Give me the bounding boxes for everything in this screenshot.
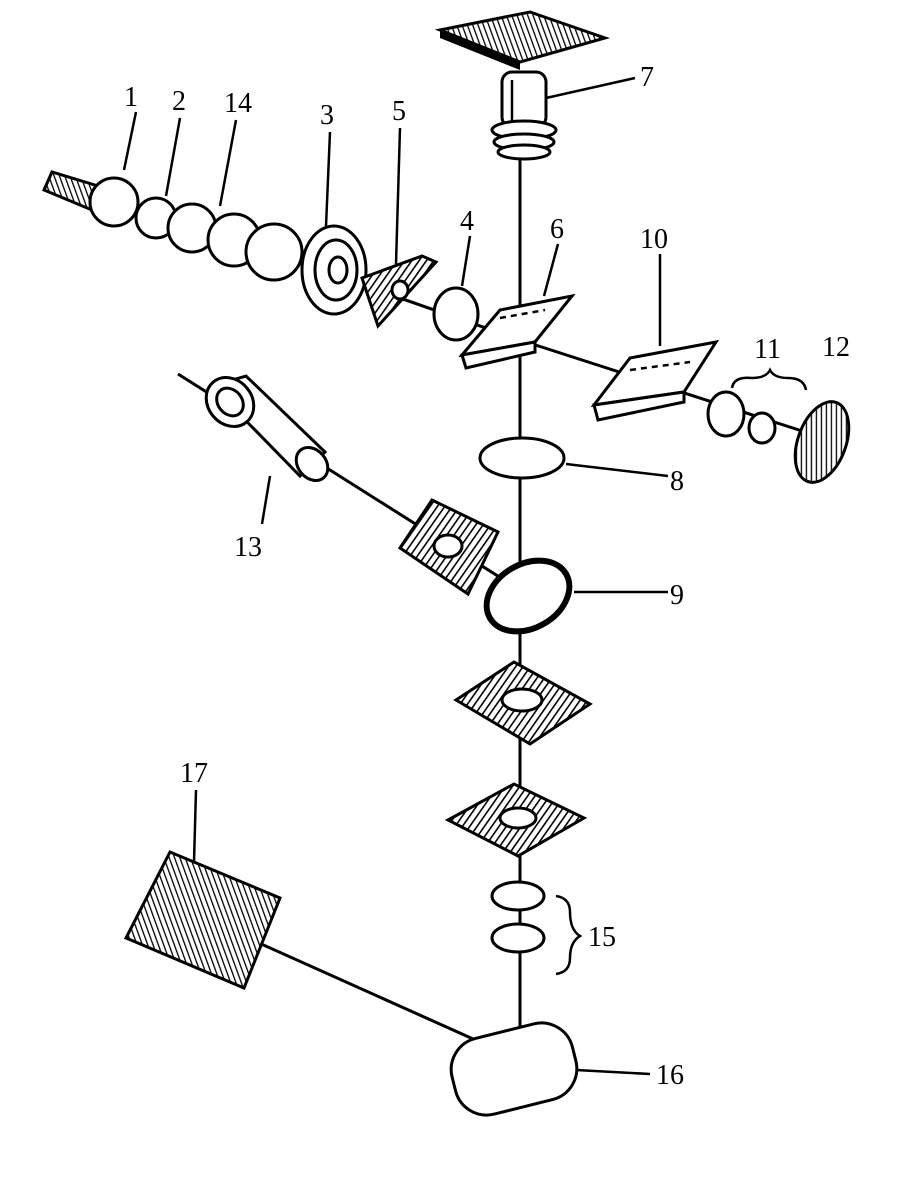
laser-end-far [294, 446, 330, 482]
label-15: 15 [588, 922, 616, 953]
component-13-laser [204, 374, 330, 482]
label-13: 13 [234, 532, 262, 563]
component-6-beam-splitter [458, 293, 576, 370]
eyepiece-ring-3 [496, 143, 552, 161]
label-3: 3 [320, 100, 334, 131]
lamp-assembly [42, 170, 368, 316]
component-10-beam-splitter [590, 339, 720, 422]
labels: 1 2 14 3 5 4 6 7 10 11 12 13 8 9 15 16 1… [124, 62, 850, 1091]
component-15-lens-b [490, 922, 546, 954]
brace-15 [555, 894, 583, 976]
eyepiece-body [500, 70, 548, 129]
component-9-dichroic [483, 557, 573, 635]
label-11: 11 [754, 334, 781, 365]
component-17-panel [123, 850, 282, 990]
component-7-eyepiece [434, 10, 611, 161]
label-6: 6 [550, 214, 564, 245]
component-11-lens-a [706, 390, 746, 438]
splitter-edge [460, 340, 537, 370]
component-11-lens-b [747, 411, 777, 445]
label-2: 2 [172, 86, 186, 117]
component-8-lens [478, 436, 566, 480]
brace-11 [730, 367, 808, 391]
laser-filter-plate [397, 498, 501, 597]
top-plate-side [440, 30, 520, 70]
splitter-edge [592, 390, 686, 422]
component-3-diaphragm-inner [327, 255, 349, 285]
filter-aperture [390, 279, 410, 301]
component-15-lens-a [490, 880, 546, 912]
label-4: 4 [460, 206, 474, 237]
label-17: 17 [180, 758, 208, 789]
label-5: 5 [392, 96, 406, 127]
label-1: 1 [124, 82, 138, 113]
top-plate [434, 10, 611, 64]
label-9: 9 [670, 580, 684, 611]
leader-lines [122, 76, 669, 1076]
label-16: 16 [656, 1060, 684, 1091]
laser-aperture-inner [215, 386, 245, 418]
label-8: 8 [670, 466, 684, 497]
aperture-plate-lower [444, 782, 588, 858]
component-5-filter [360, 254, 439, 329]
label-10: 10 [640, 224, 668, 255]
aperture-plate-upper [453, 660, 593, 746]
component-16-stage [449, 1021, 579, 1117]
component-14-lens-c [244, 222, 304, 282]
label-14: 14 [224, 88, 252, 119]
component-1-lamp [88, 176, 140, 228]
component-4-lens [432, 286, 480, 342]
label-7: 7 [640, 62, 654, 93]
component-12-detector [793, 400, 851, 484]
label-12: 12 [822, 332, 850, 363]
